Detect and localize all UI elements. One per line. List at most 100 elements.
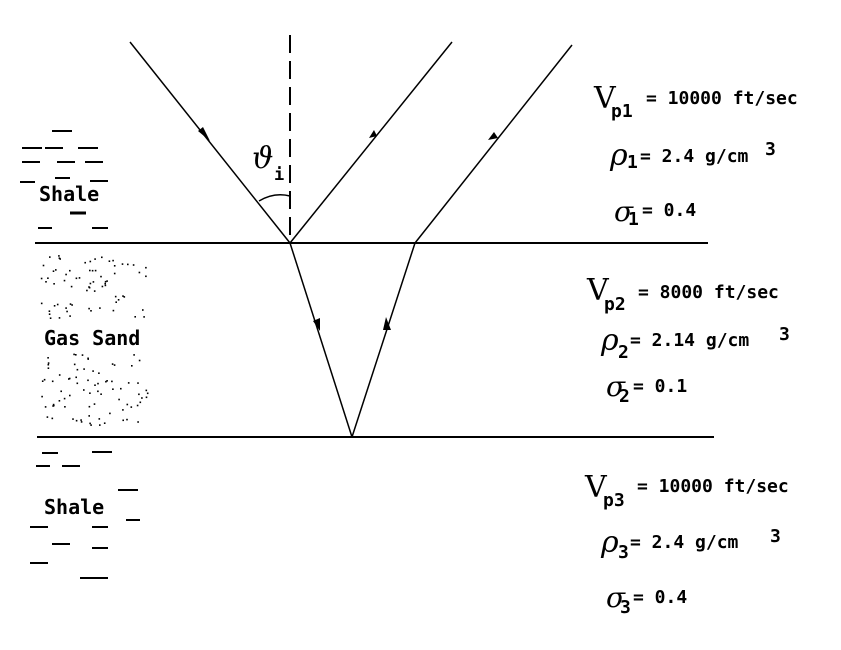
svg-text:= 2.14 g/cm: = 2.14 g/cm — [630, 330, 749, 351]
transmitted-ray-down — [289, 242, 353, 438]
sand-dot — [126, 403, 129, 406]
sand-dot — [137, 421, 139, 423]
vp-label-3: V p3 = 10000 ft/sec — [584, 470, 789, 511]
sand-dot — [41, 380, 44, 382]
arrow-up-icon — [383, 317, 391, 330]
sand-dot — [47, 363, 50, 366]
sand-dot — [76, 368, 79, 371]
sand-dot — [92, 370, 94, 372]
svg-text:ρ: ρ — [600, 525, 619, 560]
sigma-label-3: σ 3 = 0.4 — [606, 581, 687, 618]
sand-dot — [113, 272, 116, 275]
sand-dot — [44, 406, 47, 408]
sand-dot — [89, 422, 91, 425]
sand-dot — [94, 269, 97, 272]
sand-dot — [80, 419, 82, 421]
sand-dot — [127, 382, 130, 384]
sigma-label-1: σ 1 = 0.4 — [614, 195, 696, 230]
sand-dot — [90, 424, 92, 426]
sand-dot — [94, 258, 96, 260]
sand-pattern — [40, 255, 149, 426]
sand-dot — [68, 378, 70, 380]
sand-dot — [112, 259, 114, 262]
sand-dot — [109, 412, 111, 415]
sand-dot — [91, 269, 94, 272]
sand-dot — [45, 281, 47, 283]
sigma-label-2: σ 2 = 0.1 — [606, 370, 687, 407]
sand-dot — [137, 382, 139, 384]
svg-text:ρ: ρ — [609, 138, 628, 173]
sand-dot — [145, 266, 147, 269]
svg-text:ρ: ρ — [600, 323, 619, 358]
svg-text:= 10000 ft/sec: = 10000 ft/sec — [637, 476, 789, 497]
sand-dot — [98, 372, 100, 374]
sand-dot — [78, 277, 81, 279]
sand-dot — [88, 286, 90, 288]
sand-dot — [106, 380, 108, 382]
sand-dot — [71, 304, 73, 306]
incidence-angle-arc — [258, 194, 291, 202]
sand-dot — [146, 392, 149, 395]
svg-text:= 0.4: = 0.4 — [642, 200, 696, 221]
sand-dot — [60, 390, 62, 393]
sand-dot — [52, 270, 55, 272]
sand-dot — [100, 393, 102, 395]
sand-dot — [122, 409, 124, 411]
sand-dot — [73, 353, 75, 356]
sand-dot — [63, 397, 66, 400]
sand-dot — [75, 277, 78, 280]
sand-dot — [97, 390, 99, 393]
sand-dot — [143, 316, 145, 318]
arrow-down-icon — [313, 318, 320, 331]
sand-dot — [126, 418, 128, 421]
sand-dot — [43, 378, 46, 381]
sand-dot — [138, 393, 140, 396]
sand-dot — [127, 263, 129, 266]
sand-dot — [111, 380, 113, 383]
svg-text:= 8000 ft/sec: = 8000 ft/sec — [638, 282, 779, 303]
sand-dot — [104, 280, 107, 283]
sand-dot — [47, 277, 49, 279]
svg-text:p2: p2 — [604, 294, 626, 315]
sand-dot — [75, 354, 77, 356]
sand-dot — [58, 255, 60, 257]
sand-dot — [52, 403, 55, 406]
arrow-incident-icon — [198, 127, 210, 141]
reflected-ray-1 — [289, 41, 453, 244]
sand-dot — [90, 310, 92, 312]
rho-label-1: ρ 1 = 2.4 g/cm 3 — [609, 138, 776, 173]
sand-dot — [88, 405, 91, 408]
sand-dot — [88, 415, 90, 417]
sand-dot — [41, 395, 43, 398]
arrow-reflected-icon — [369, 130, 377, 138]
sand-dot — [53, 283, 55, 285]
sand-dot — [121, 263, 124, 265]
svg-text:2: 2 — [619, 386, 630, 407]
sand-dot — [145, 396, 148, 399]
sand-dot — [53, 305, 56, 307]
sand-dot — [106, 280, 108, 282]
sand-dot — [104, 282, 106, 285]
svg-text:2: 2 — [618, 342, 629, 363]
sand-dot — [99, 424, 101, 426]
sand-dot — [139, 401, 142, 404]
sand-dot — [120, 387, 122, 390]
sand-dot — [100, 275, 102, 278]
svg-text:3: 3 — [618, 542, 629, 563]
sand-dot — [145, 389, 148, 392]
sand-dot — [97, 382, 99, 385]
sand-dot — [65, 307, 67, 309]
sand-dot — [48, 313, 51, 315]
svg-text:V: V — [586, 273, 610, 308]
svg-text:p1: p1 — [611, 101, 633, 122]
svg-text:1: 1 — [627, 152, 638, 173]
sand-dot — [81, 354, 84, 356]
sand-dot — [114, 295, 117, 298]
sand-dot — [117, 299, 120, 301]
sand-dot — [70, 285, 73, 288]
sand-dot — [122, 295, 124, 297]
svg-text:σ: σ — [614, 195, 634, 228]
sand-dot — [88, 307, 90, 310]
svg-text:= 0.4: = 0.4 — [633, 587, 687, 608]
sand-dot — [101, 285, 104, 288]
